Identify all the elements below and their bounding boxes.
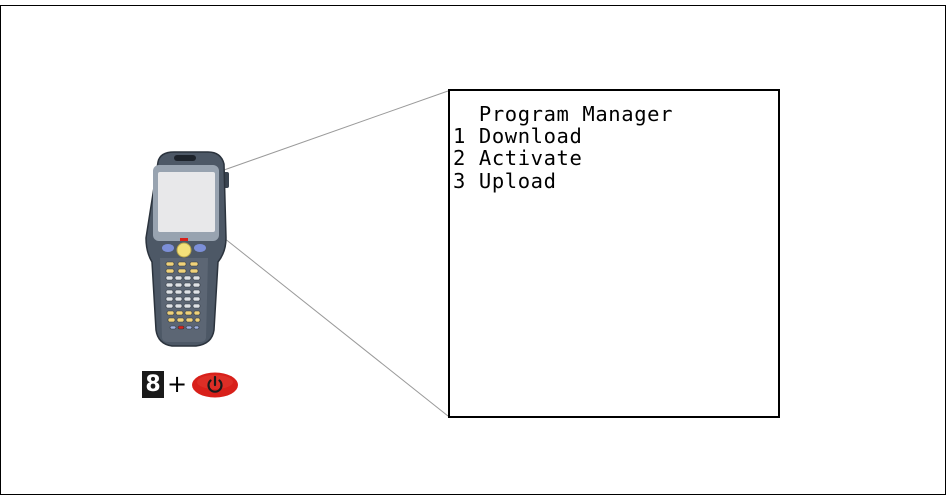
handheld-terminal bbox=[145, 151, 229, 347]
callout-line-bottom bbox=[223, 237, 449, 417]
callout-line-top bbox=[223, 90, 449, 171]
screen-title: Program Manager bbox=[453, 102, 674, 126]
terminal-screen-zoom: Program Manager 1 Download 2 Activate 3 … bbox=[448, 89, 780, 418]
figure-frame bbox=[0, 5, 946, 495]
menu-item-upload: 3 Upload bbox=[453, 169, 557, 193]
plus-sign: + bbox=[166, 370, 188, 398]
power-icon bbox=[192, 372, 238, 398]
menu-item-activate: 2 Activate bbox=[453, 146, 583, 170]
device-screen bbox=[158, 172, 215, 232]
key-8: 8 bbox=[142, 371, 164, 398]
menu-item-download: 1 Download bbox=[453, 124, 583, 148]
key-combination: 8 + bbox=[142, 370, 252, 402]
